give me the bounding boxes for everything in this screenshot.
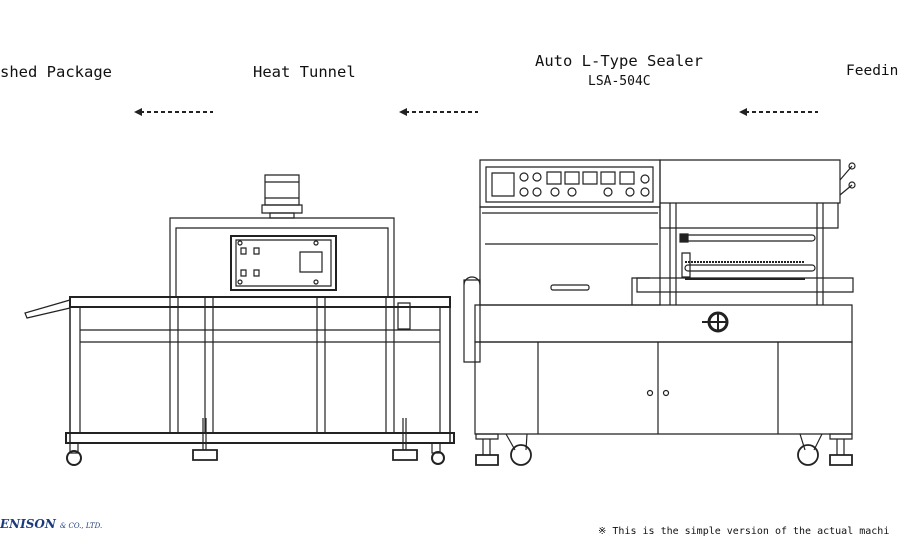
brand-name: ENISON bbox=[0, 517, 56, 531]
label-sealer-model: LSA-504C bbox=[588, 74, 651, 89]
label-sealer-title: Auto L-Type Sealer bbox=[535, 52, 703, 70]
label-feeding: Feedin bbox=[846, 63, 899, 79]
footer-note: ※ This is the simple version of the actu… bbox=[598, 526, 890, 537]
l-sealer-drawing bbox=[464, 160, 855, 465]
heat-tunnel-drawing bbox=[25, 175, 454, 465]
label-finished-package: shed Package bbox=[0, 63, 112, 81]
brand-suffix: & CO., LTD. bbox=[60, 522, 103, 530]
label-heat-tunnel: Heat Tunnel bbox=[253, 63, 356, 81]
arrow-heads bbox=[134, 108, 747, 116]
company-logo: ENISON & CO., LTD. bbox=[0, 517, 102, 531]
